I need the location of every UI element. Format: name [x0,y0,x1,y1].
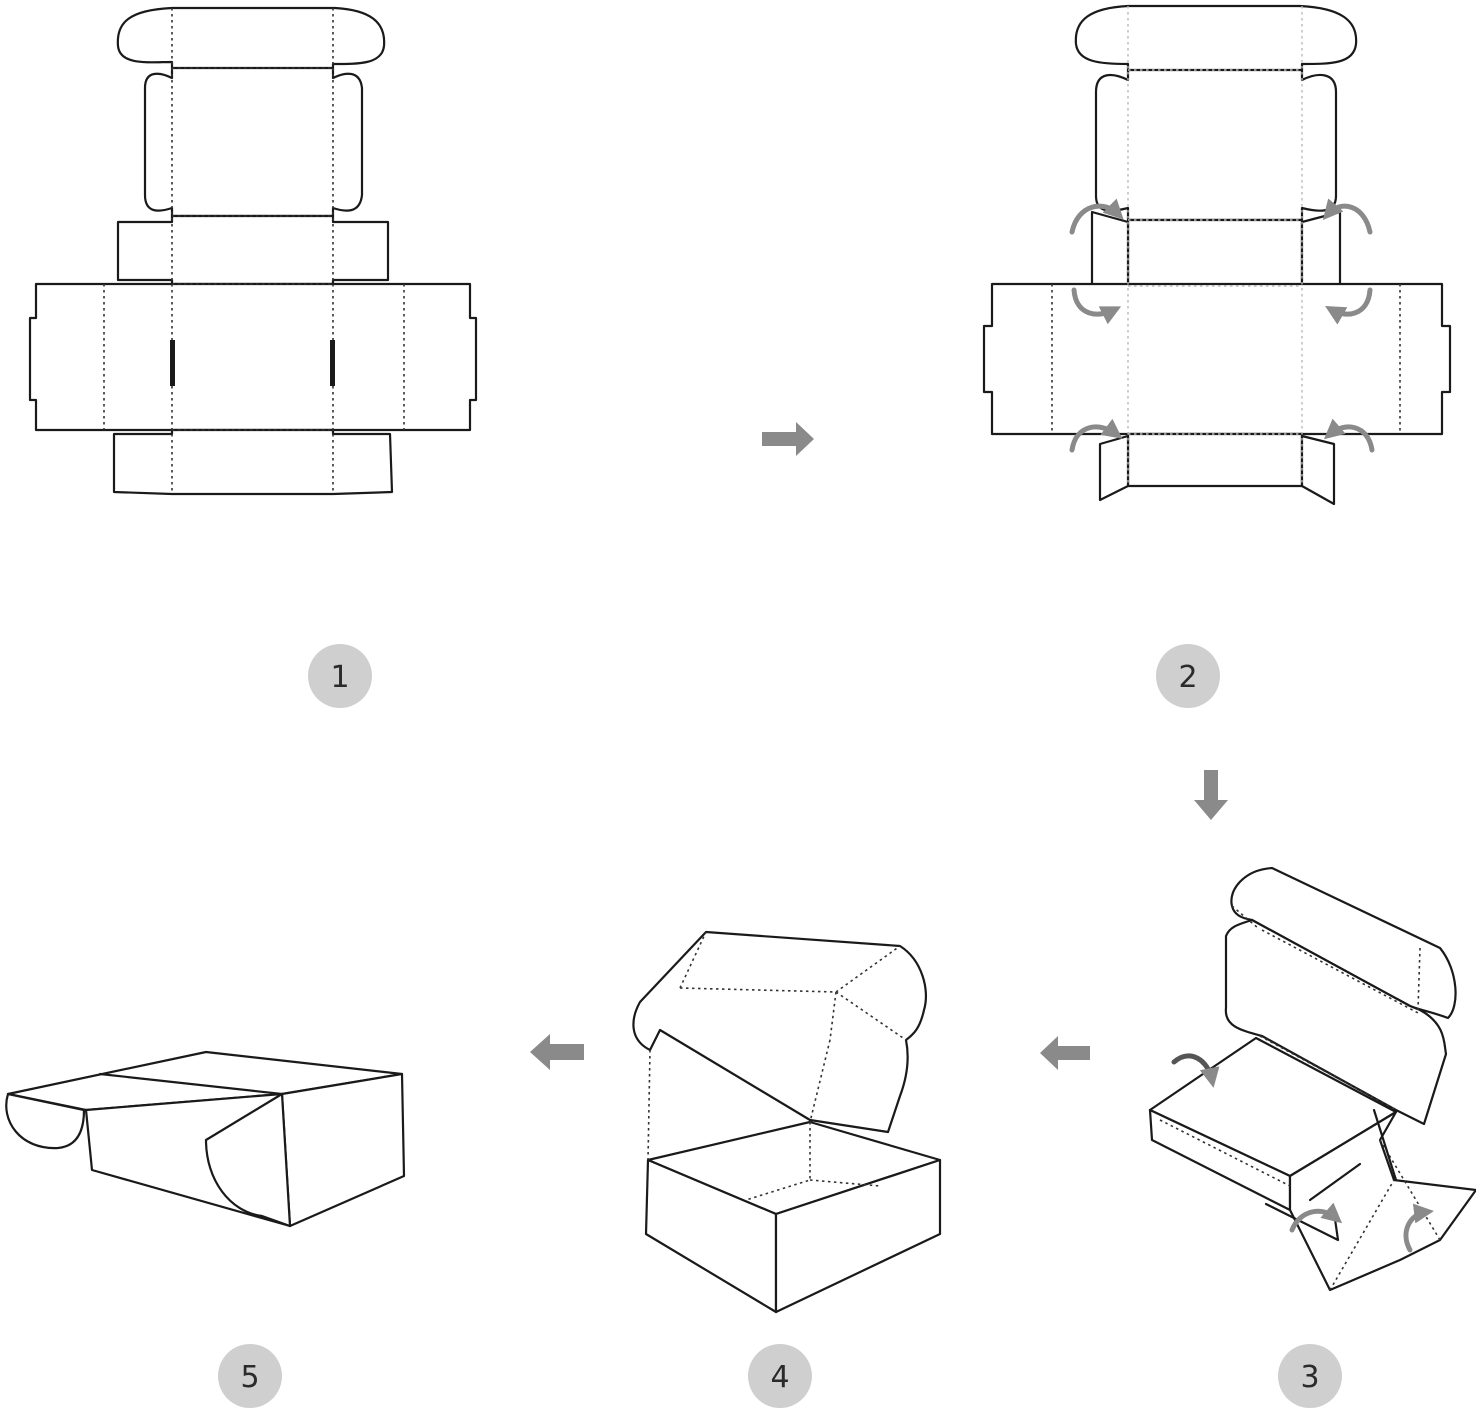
step-3-partial-fold [1148,866,1476,1292]
step-2-fold-ears [982,4,1452,506]
block-arrow-icon [530,1034,584,1070]
step-badge-1: 1 [308,644,372,708]
block-arrow-icon [762,422,814,456]
step-badge-2: 2 [1156,644,1220,708]
step-5-closed-box [5,1050,406,1228]
block-arrow-icon [1040,1036,1090,1070]
step-number-3: 3 [1300,1360,1319,1395]
step-number-2: 2 [1178,660,1197,695]
step-number-1: 1 [330,660,349,695]
step-number-5: 5 [240,1360,259,1395]
step-badge-3: 3 [1278,1344,1342,1408]
step-4-open-box [632,930,942,1314]
step-number-4: 4 [770,1360,789,1395]
step-badge-4: 4 [748,1344,812,1408]
block-arrow-icon [1194,770,1228,820]
step-badge-5: 5 [218,1344,282,1408]
step-1-flat-dieline [28,6,478,496]
